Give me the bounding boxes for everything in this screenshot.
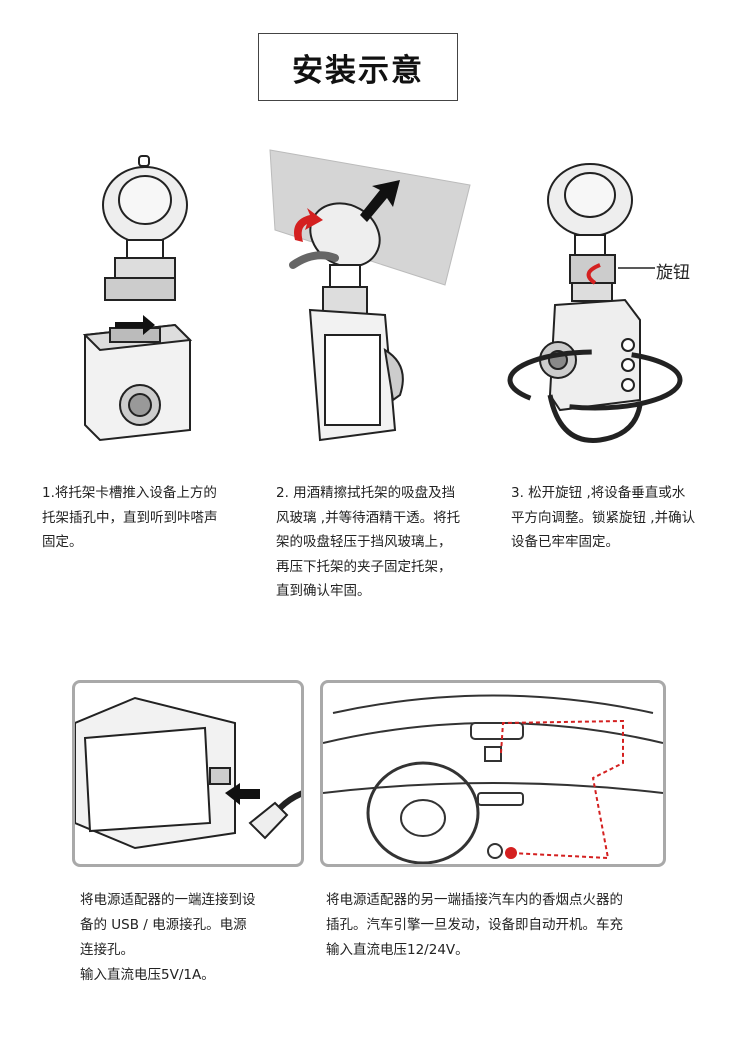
- dashcam: [484, 746, 502, 762]
- text-line: 平方向调整。锁紧旋钮 ,并确认: [511, 509, 696, 526]
- text-line: 再压下托架的夹子固定托架，: [276, 558, 452, 575]
- text-line: 风玻璃 ,并等待酒精干透。将托: [276, 509, 461, 526]
- page-title: 安装示意: [258, 33, 458, 101]
- steering-wheel: [366, 761, 480, 864]
- text-line: 1.将托架卡槽推入设备上方的: [42, 485, 217, 501]
- usb-plug: [248, 801, 289, 840]
- rotate-knob-icon: [586, 263, 601, 285]
- text-line: 备的 USB / 电源接孔。电源: [80, 917, 247, 933]
- text-line: 架的吸盘轻压于挡风玻璃上，: [276, 534, 452, 550]
- rotate-arrow-icon: [294, 208, 323, 242]
- step3-illustration: [507, 163, 683, 443]
- step-2-text: 2. 用酒精擦拭托架的吸盘及挡 风玻璃 ,并等待酒精干透。将托 架的吸盘轻压于挡…: [276, 481, 476, 604]
- text-line: 将电源适配器的一端连接到设: [80, 892, 256, 908]
- knob-label: 旋钮: [656, 263, 690, 283]
- text-line: 插孔。汽车引擎一旦发动，设备即自动开机。车充: [326, 917, 623, 933]
- text-line: 将电源适配器的另一端插接汽车内的香烟点火器的: [326, 892, 623, 908]
- car-interior-illustration: [320, 680, 666, 867]
- text-line: 输入直流电压12/24V。: [326, 942, 469, 958]
- text-line: 连接孔。: [80, 942, 134, 958]
- usb-power-text: 将电源适配器的一端连接到设 备的 USB / 电源接孔。电源 连接孔。 输入直流…: [80, 888, 256, 988]
- text-line: 设备已牢牢固定。: [511, 534, 619, 550]
- usb-connection-illustration: [72, 680, 304, 867]
- step2-illustration: [269, 149, 471, 442]
- car-charger-text: 将电源适配器的另一端插接汽车内的香烟点火器的 插孔。汽车引擎一旦发动，设备即自动…: [326, 888, 623, 963]
- text-line: 固定。: [42, 534, 83, 550]
- rear-view-mirror: [470, 722, 524, 740]
- usb-port: [209, 767, 231, 785]
- step1-illustration: [82, 155, 193, 442]
- text-line: 托架插孔中，直到听到咔嗒声: [42, 509, 218, 526]
- step-3-text: 3. 松开旋钮 ,将设备垂直或水 平方向调整。锁紧旋钮 ,并确认 设备已牢牢固定…: [511, 481, 711, 555]
- up-arrow-icon: [360, 180, 400, 222]
- text-line: 输入直流电压5V/1A。: [80, 967, 215, 983]
- insert-arrow-icon: [225, 783, 260, 805]
- push-arrow-icon: [115, 315, 155, 335]
- cigarette-lighter-socket: [505, 847, 517, 859]
- horizontal-rotate-icon: [507, 349, 683, 411]
- power-cable: [500, 719, 624, 860]
- text-line: 直到确认牢固。: [276, 583, 371, 599]
- vertical-rotate-icon: [547, 394, 643, 443]
- step-1-text: 1.将托架卡槽推入设备上方的 托架插孔中，直到听到咔嗒声 固定。: [42, 481, 242, 555]
- text-line: 3. 松开旋钮 ,将设备垂直或水: [511, 485, 686, 501]
- text-line: 2. 用酒精擦拭托架的吸盘及挡: [276, 485, 456, 501]
